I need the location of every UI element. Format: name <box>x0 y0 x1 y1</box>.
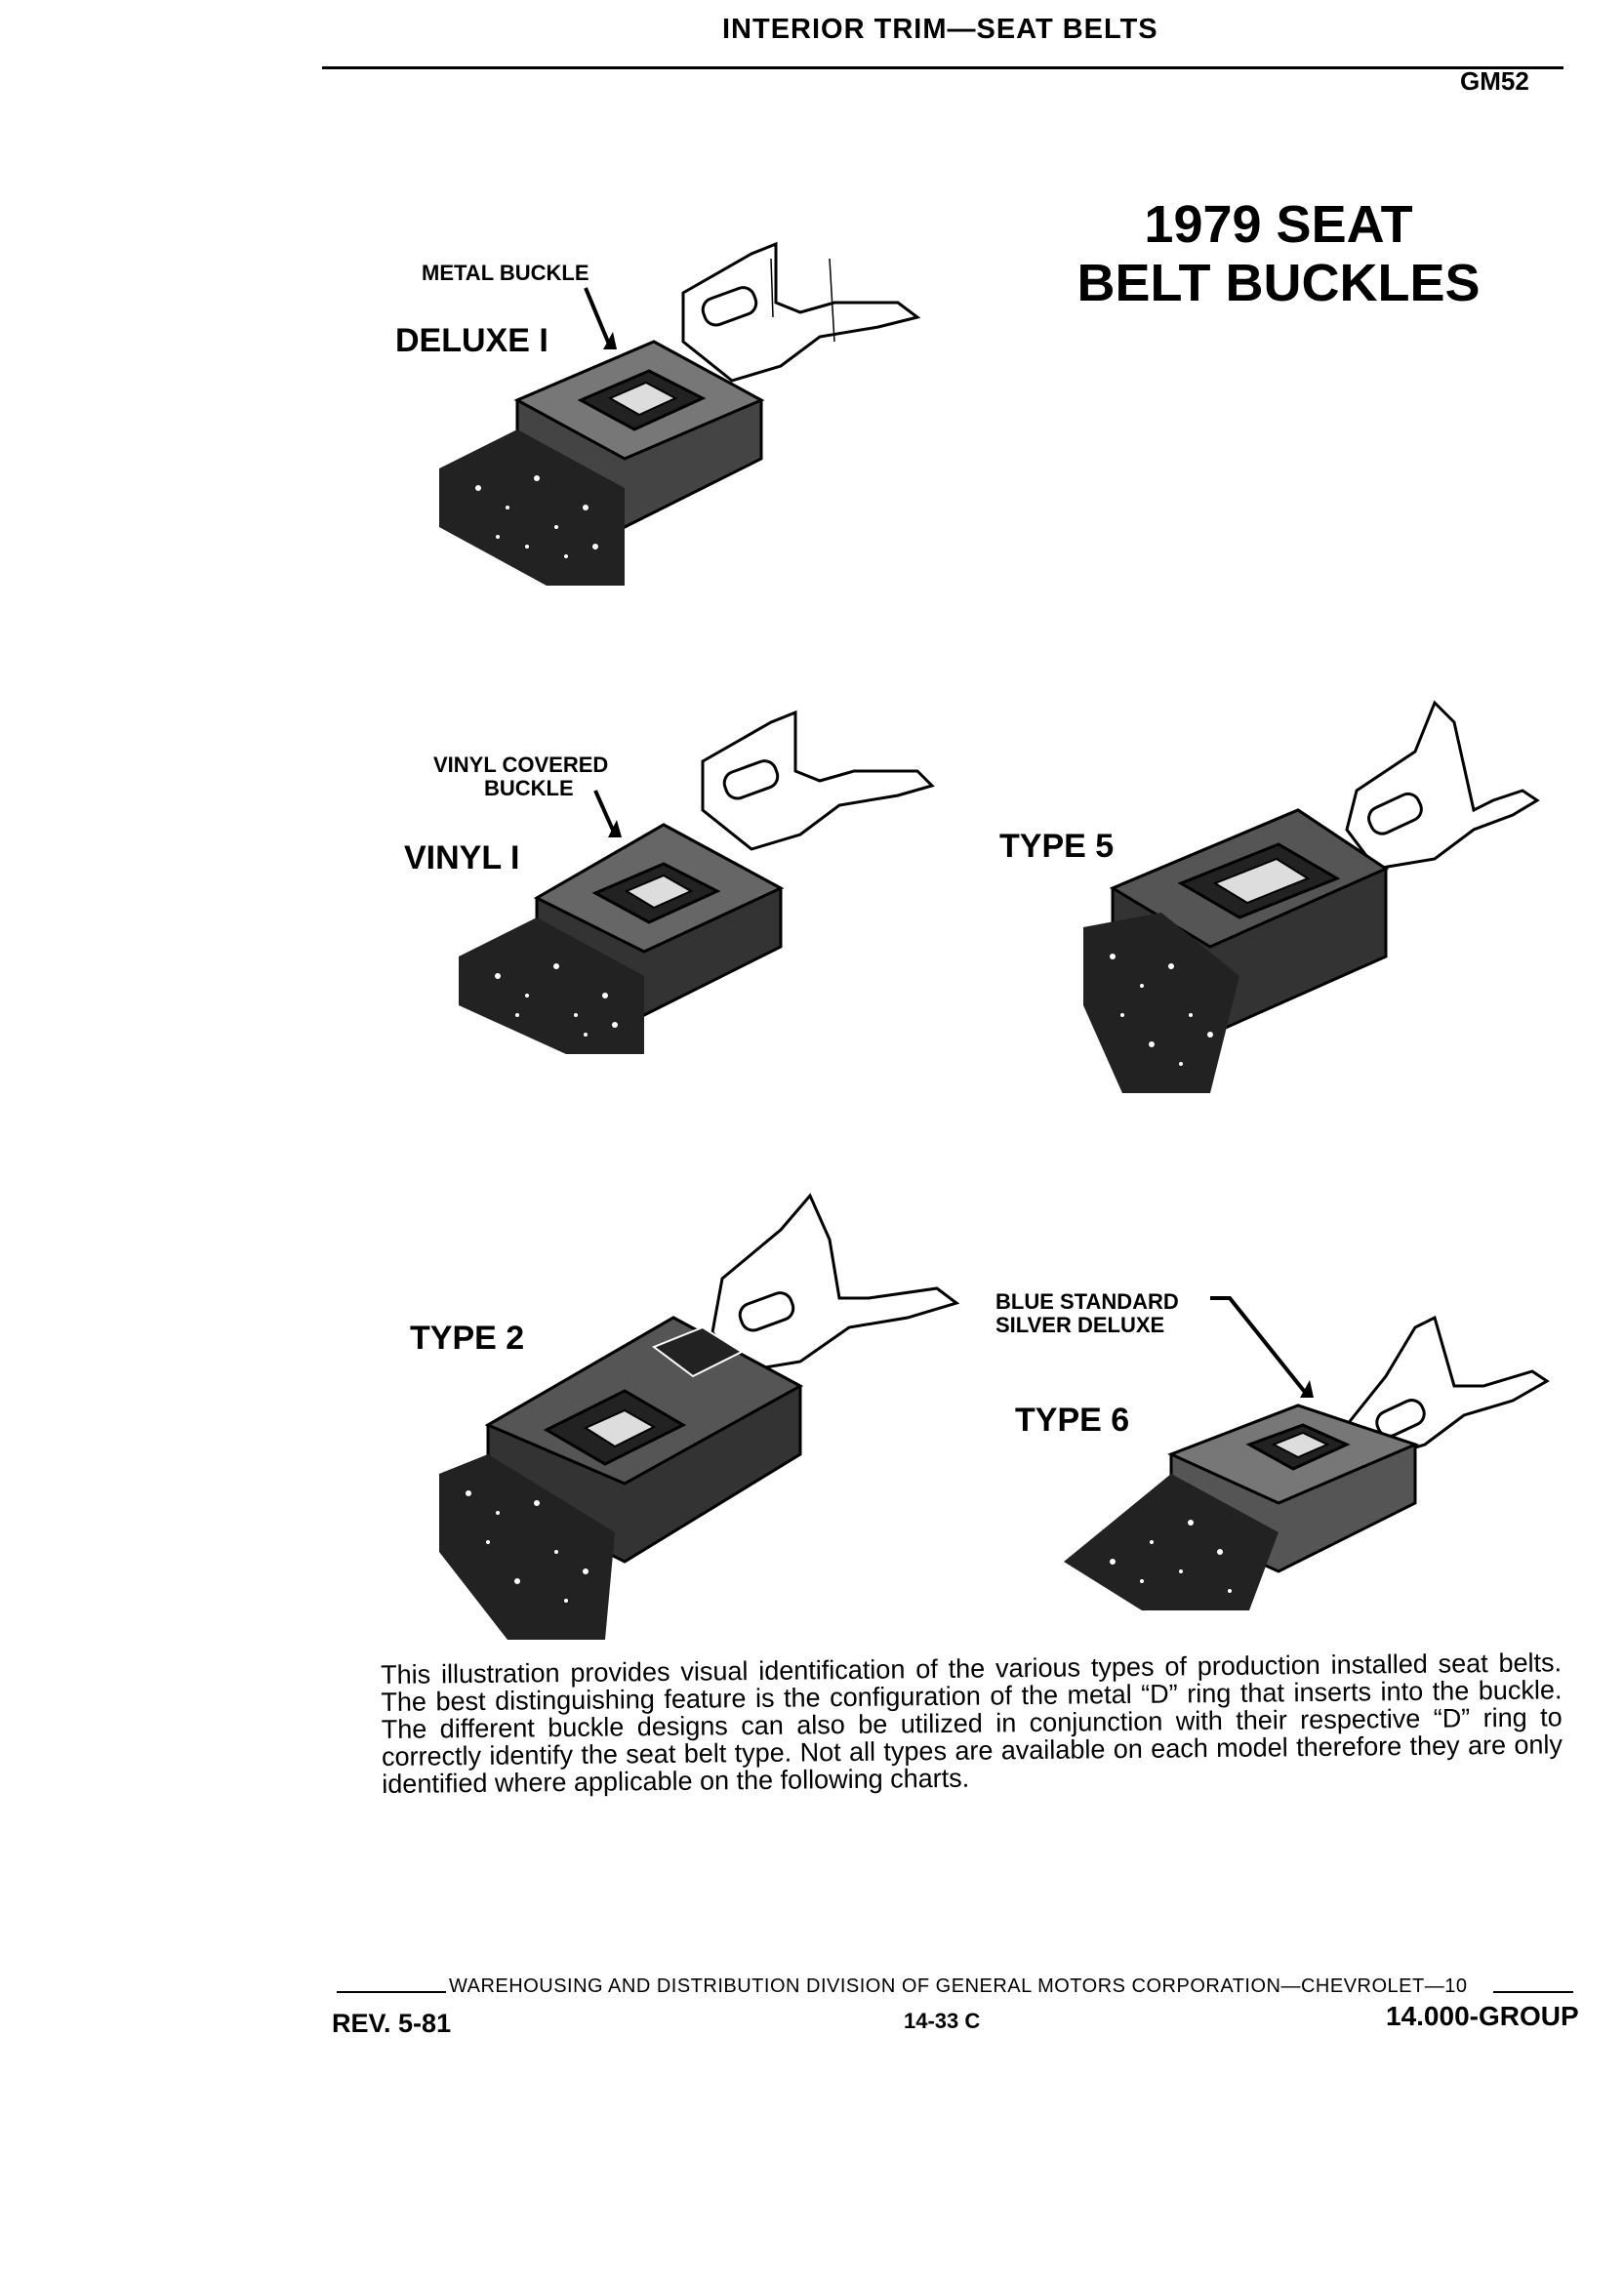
metal-buckle-label: METAL BUCKLE <box>422 261 589 285</box>
footer-rule-left <box>337 1991 446 1993</box>
blue-standard-silver-deluxe-label: BLUE STANDARD SILVER DELUXE <box>995 1290 1179 1337</box>
type-2-buckle-illustration <box>439 1193 960 1640</box>
blue-standard-label: BLUE STANDARD <box>995 1289 1179 1314</box>
page-number: 14-33 C <box>904 2009 981 2033</box>
page-title: 1979 SEAT BELT BUCKLES <box>1054 195 1503 312</box>
page-title-line2: BELT BUCKLES <box>1076 254 1481 312</box>
vinyl-covered-label-line2: BUCKLE <box>484 776 574 800</box>
vinyl-1-label: VINYL I <box>404 839 520 876</box>
deluxe-1-buckle-illustration <box>439 241 921 586</box>
type-5-buckle-illustration <box>1083 700 1540 1093</box>
vinyl-covered-buckle-label: VINYL COVERED BUCKLE <box>433 753 608 800</box>
silver-deluxe-label: SILVER DELUXE <box>995 1313 1165 1337</box>
page-code: GM52 <box>1460 66 1529 96</box>
vinyl-1-buckle-illustration <box>459 710 935 1054</box>
deluxe-1-label: DELUXE I <box>395 322 548 359</box>
header-rule <box>322 66 1563 69</box>
type-6-buckle-illustration <box>1064 1296 1550 1610</box>
revision-label: REV. 5-81 <box>332 2009 452 2038</box>
header-title: INTERIOR TRIM—SEAT BELTS <box>722 14 1158 45</box>
footer-division-text: WAREHOUSING AND DISTRIBUTION DIVISION OF… <box>449 1975 1468 1997</box>
group-number: 14.000-GROUP <box>1386 2001 1579 2031</box>
type-6-label: TYPE 6 <box>1015 1402 1130 1439</box>
type-2-label: TYPE 2 <box>410 1320 525 1357</box>
page-title-line1: 1979 SEAT <box>1144 195 1413 254</box>
type-5-label: TYPE 5 <box>999 828 1115 865</box>
footer-rule-right <box>1493 1991 1573 1993</box>
vinyl-covered-label-line1: VINYL COVERED <box>433 753 609 777</box>
caption-paragraph: This illustration provides visual identi… <box>380 1648 1563 1799</box>
